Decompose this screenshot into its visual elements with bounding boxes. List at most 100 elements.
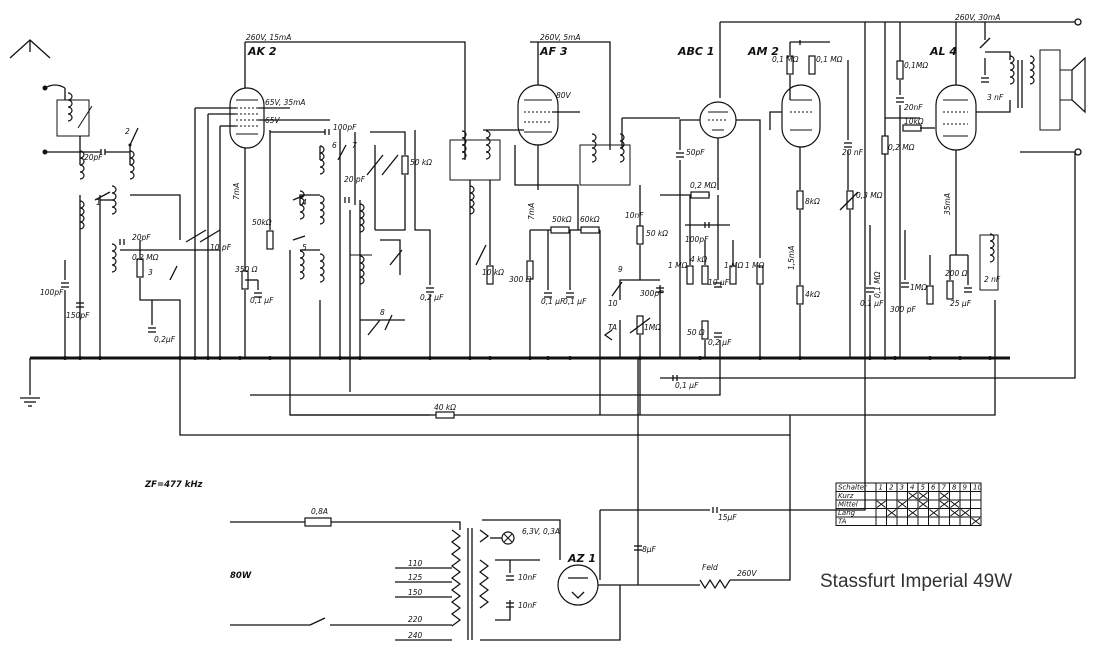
switch-table-mark xyxy=(918,492,928,500)
svg-text:8kΩ: 8kΩ xyxy=(805,197,820,206)
svg-text:3: 3 xyxy=(148,268,153,277)
svg-text:0,1 MΩ: 0,1 MΩ xyxy=(873,271,882,298)
agc-lines xyxy=(179,148,1082,436)
svg-text:AM 2: AM 2 xyxy=(747,45,779,58)
svg-text:4: 4 xyxy=(302,198,307,207)
svg-text:10: 10 xyxy=(608,299,618,308)
svg-text:260V: 260V xyxy=(737,569,757,578)
if-transformer-2 xyxy=(579,117,680,200)
switch-table-column: 5 xyxy=(921,484,926,492)
switch-table-header: Schalter xyxy=(838,484,868,492)
ak2-labels: AK 2 260V, 15mA 65V, 35mA 65V 7mA 10 pF … xyxy=(210,33,444,317)
antenna-labels: 20pF 100pF 150pF 20pF 0,2 MΩ 0,2µF 2 1 3 xyxy=(40,127,176,344)
abc1-labels: ABC 1 50pF 0,2 MΩ 100pF 10nF 50 kΩ 300pF… xyxy=(434,45,765,412)
svg-text:20pF: 20pF xyxy=(132,233,151,242)
svg-text:2 nF: 2 nF xyxy=(984,275,1001,284)
svg-text:300pF: 300pF xyxy=(640,289,664,298)
svg-text:0,2 MΩ: 0,2 MΩ xyxy=(132,253,159,262)
svg-text:40 kΩ: 40 kΩ xyxy=(434,403,456,412)
svg-text:10nF: 10nF xyxy=(625,211,644,220)
svg-text:9: 9 xyxy=(618,265,623,274)
svg-text:260V, 15mA: 260V, 15mA xyxy=(246,33,291,42)
svg-text:0,1 µF: 0,1 µF xyxy=(541,297,565,306)
svg-text:200 Ω: 200 Ω xyxy=(945,269,968,278)
svg-text:Feld: Feld xyxy=(702,563,718,572)
svg-text:10 µF: 10 µF xyxy=(708,278,730,287)
svg-text:20 pF: 20 pF xyxy=(344,175,366,184)
svg-text:80V: 80V xyxy=(556,91,572,100)
svg-text:50kΩ: 50kΩ xyxy=(552,215,572,224)
svg-text:0,1 µF: 0,1 µF xyxy=(563,297,587,306)
svg-text:ABC 1: ABC 1 xyxy=(677,45,714,58)
output-labels: AL 4 260V, 30mA 20 nF 0,3 MΩ 0,1 MΩ 300 … xyxy=(842,13,1004,314)
svg-text:10kΩ: 10kΩ xyxy=(904,117,924,126)
svg-text:0,2 MΩ: 0,2 MΩ xyxy=(888,143,915,152)
af3-labels: AF 3 260V, 5mA 80V 7mA 300 Ω 0,1 µF 0,1 … xyxy=(509,33,600,306)
svg-text:20pF: 20pF xyxy=(84,153,103,162)
svg-text:65V: 65V xyxy=(265,116,281,125)
svg-text:50kΩ: 50kΩ xyxy=(252,218,272,227)
svg-text:0,1 µF: 0,1 µF xyxy=(675,381,699,390)
af3-tube xyxy=(483,42,580,230)
svg-text:50 Ω: 50 Ω xyxy=(687,328,705,337)
svg-text:1 MΩ: 1 MΩ xyxy=(745,261,765,270)
ak2-tube xyxy=(195,42,330,160)
svg-text:150: 150 xyxy=(408,588,423,597)
speaker xyxy=(979,22,1086,131)
switch-table-column: 1 xyxy=(879,484,883,492)
switch-table-row-label: Lang xyxy=(838,509,856,517)
svg-text:0,2 MΩ: 0,2 MΩ xyxy=(690,181,717,190)
svg-text:0,1 MΩ: 0,1 MΩ xyxy=(772,55,799,64)
af3-circuit xyxy=(526,226,601,415)
svg-text:0,1 µF: 0,1 µF xyxy=(860,299,884,308)
svg-text:0,1MΩ: 0,1MΩ xyxy=(904,61,928,70)
diagram-title: Stassfurt Imperial 49W xyxy=(820,571,1012,592)
if1-labels: 10 kΩ xyxy=(482,268,504,277)
svg-text:0,2 µF: 0,2 µF xyxy=(420,293,444,302)
power-labels: 0,8A 6,3V, 0,3A 10nF 10nF 8µF Feld 260V … xyxy=(144,480,757,640)
switch-table-column: 4 xyxy=(910,484,914,492)
switch-table-mark xyxy=(876,500,886,508)
switch-table-row-label: TA xyxy=(838,518,847,526)
switch-table-mark xyxy=(950,509,960,517)
svg-text:10nF: 10nF xyxy=(518,601,537,610)
svg-text:260V, 5mA: 260V, 5mA xyxy=(540,33,581,42)
svg-text:6,3V, 0,3A: 6,3V, 0,3A xyxy=(522,527,560,536)
svg-text:8µF: 8µF xyxy=(642,545,657,554)
svg-text:1 MΩ: 1 MΩ xyxy=(668,261,688,270)
svg-text:0,2µF: 0,2µF xyxy=(154,335,176,344)
svg-text:0,8A: 0,8A xyxy=(311,507,328,516)
svg-text:0,2 µF: 0,2 µF xyxy=(708,338,732,347)
svg-text:10 kΩ: 10 kΩ xyxy=(482,268,504,277)
svg-text:50 kΩ: 50 kΩ xyxy=(646,229,668,238)
svg-text:TA: TA xyxy=(608,323,617,332)
svg-text:4kΩ: 4kΩ xyxy=(805,290,820,299)
switch-table-mark xyxy=(918,500,928,508)
svg-text:80W: 80W xyxy=(230,571,252,581)
svg-text:60kΩ: 60kΩ xyxy=(580,215,600,224)
svg-text:7mA: 7mA xyxy=(232,183,241,200)
svg-text:300 pF: 300 pF xyxy=(890,305,916,314)
am2-tube xyxy=(769,42,821,358)
ak2-circuit xyxy=(185,108,435,358)
if-transformer-1 xyxy=(449,130,501,358)
svg-text:20nF: 20nF xyxy=(904,103,923,112)
svg-text:35mA: 35mA xyxy=(943,193,952,215)
switch-table-mark xyxy=(939,492,949,500)
switch-table-mark xyxy=(960,509,970,517)
svg-text:260V, 30mA: 260V, 30mA xyxy=(955,13,1000,22)
svg-text:7: 7 xyxy=(352,141,357,150)
am2-labels: AM 2 0,1 MΩ 0,1 MΩ 8kΩ 4kΩ 1,5mA xyxy=(747,45,843,299)
svg-text:5: 5 xyxy=(302,243,307,252)
switch-table-column: 9 xyxy=(963,484,968,492)
svg-text:10nF: 10nF xyxy=(518,573,537,582)
svg-text:0,3 MΩ: 0,3 MΩ xyxy=(856,191,883,200)
switch-table-column: 7 xyxy=(942,484,947,492)
svg-text:1MΩ: 1MΩ xyxy=(644,323,661,332)
switch-table-mark xyxy=(908,492,918,500)
abc1-tube xyxy=(679,101,761,258)
svg-text:AZ 1: AZ 1 xyxy=(567,552,596,565)
svg-text:15µF: 15µF xyxy=(718,513,737,522)
